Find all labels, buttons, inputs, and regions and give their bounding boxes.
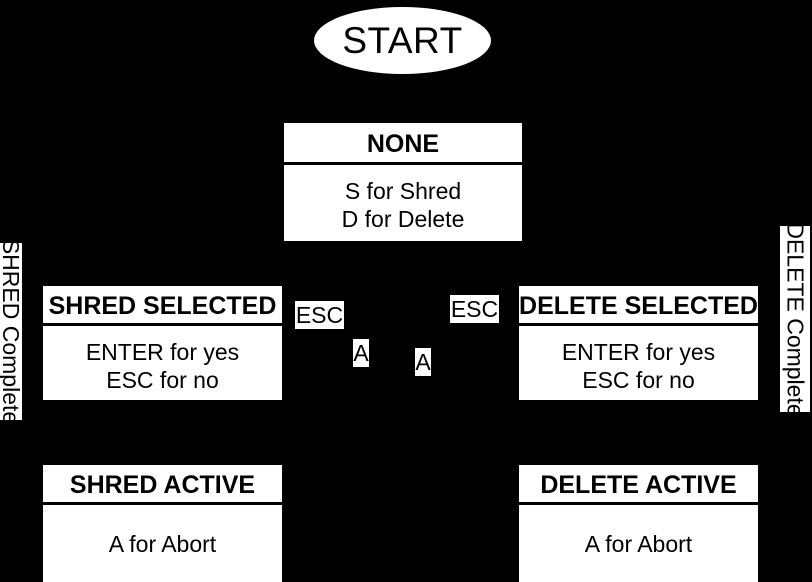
transition-label-shred-complete-text: SHRED Complete xyxy=(0,243,22,420)
state-none-body: S for Shred D for Delete xyxy=(284,165,522,241)
state-node-delete-selected[interactable]: DELETE SELECTED ENTER for yes ESC for no xyxy=(519,286,758,400)
state-delete-active-divider xyxy=(519,502,758,505)
state-none-line-2: D for Delete xyxy=(341,206,465,233)
state-shred-active-body: A for Abort xyxy=(43,505,282,582)
state-shred-selected-line-2: ESC for no xyxy=(106,367,219,394)
start-node[interactable]: START xyxy=(314,7,491,74)
transition-label-abort-left: A xyxy=(353,339,369,367)
state-delete-selected-body: ENTER for yes ESC for no xyxy=(519,326,758,400)
state-none-divider xyxy=(284,162,522,165)
state-shred-selected-line-1: ENTER for yes xyxy=(85,339,240,365)
state-none-header: NONE xyxy=(284,123,522,165)
state-shred-active-title: SHRED ACTIVE xyxy=(69,470,256,499)
transition-label-esc-left-text: ESC xyxy=(295,301,344,328)
state-node-delete-active[interactable]: DELETE ACTIVE A for Abort xyxy=(519,465,758,582)
state-delete-selected-line-2: ESC for no xyxy=(582,367,695,394)
transition-label-abort-left-text: A xyxy=(353,339,369,366)
state-shred-selected-divider xyxy=(43,323,282,326)
state-delete-selected-line-1: ENTER for yes xyxy=(561,339,716,365)
transition-label-abort-right-text: A xyxy=(415,348,431,375)
state-shred-selected-header: SHRED SELECTED xyxy=(43,286,282,326)
state-none-title: NONE xyxy=(366,129,440,158)
state-shred-active-divider xyxy=(43,502,282,505)
start-node-label: START xyxy=(342,20,463,61)
state-none-line-1: S for Shred xyxy=(344,178,462,204)
state-delete-active-body: A for Abort xyxy=(519,505,758,582)
state-node-shred-active[interactable]: SHRED ACTIVE A for Abort xyxy=(43,465,282,582)
transition-label-esc-right-text: ESC xyxy=(450,295,499,322)
state-shred-selected-title: SHRED SELECTED xyxy=(48,291,277,320)
state-delete-selected-title: DELETE SELECTED xyxy=(519,291,758,320)
state-shred-active-header: SHRED ACTIVE xyxy=(43,465,282,505)
state-shred-selected-body: ENTER for yes ESC for no xyxy=(43,326,282,400)
state-delete-selected-header: DELETE SELECTED xyxy=(519,286,758,326)
state-delete-active-title: DELETE ACTIVE xyxy=(540,470,737,499)
transition-label-shred-complete: SHRED Complete xyxy=(0,243,22,420)
state-delete-active-line-1: A for Abort xyxy=(584,531,693,557)
transition-label-delete-complete: DELETE Complete xyxy=(780,226,810,412)
state-delete-selected-divider xyxy=(519,323,758,326)
state-node-none[interactable]: NONE S for Shred D for Delete xyxy=(284,123,522,241)
transition-label-delete-complete-text: DELETE Complete xyxy=(782,226,809,412)
transition-label-abort-right: A xyxy=(415,348,431,376)
state-delete-active-header: DELETE ACTIVE xyxy=(519,465,758,505)
transition-label-esc-left: ESC xyxy=(295,301,344,329)
state-node-shred-selected[interactable]: SHRED SELECTED ENTER for yes ESC for no xyxy=(43,286,282,400)
state-shred-active-line-1: A for Abort xyxy=(108,531,217,557)
transition-label-esc-right: ESC xyxy=(450,295,499,323)
